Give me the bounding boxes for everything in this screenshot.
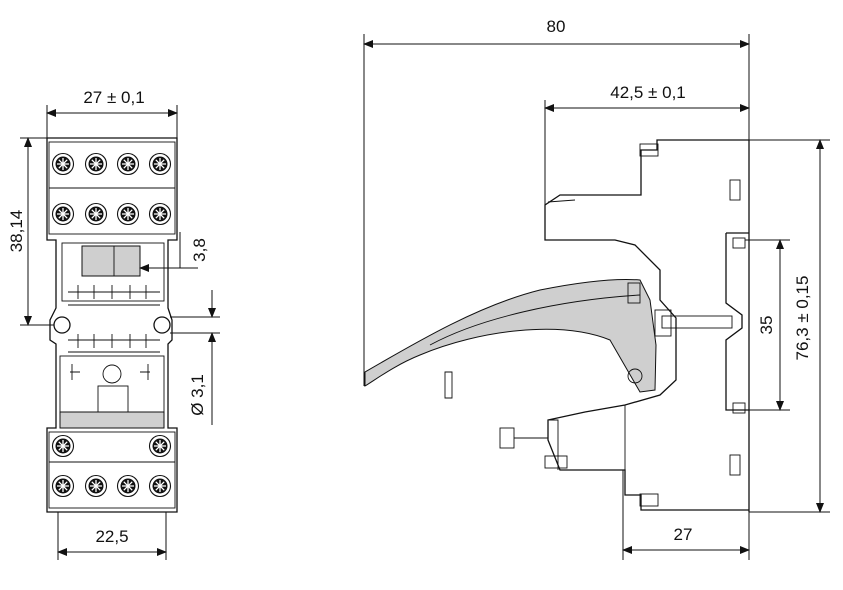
rail-clip: [725, 232, 749, 411]
label-side-total: 80: [547, 17, 566, 36]
release-lever: [364, 278, 657, 393]
dim-gap: 3,8: [139, 232, 209, 272]
dim-bottom-width: 22,5: [57, 512, 167, 560]
label-bottom-width: 22,5: [95, 527, 128, 546]
side-view: 80 42,5 ± 0,1 27 35 76,3 ± 0,15: [363, 17, 830, 560]
lower-housing: [547, 345, 749, 511]
front-view: 27 ± 0,1 38,14 3,8 Ø 3,1 22,5: [7, 88, 220, 560]
dim-front-height: 38,14: [7, 137, 54, 326]
dim-side-height: 76,3 ± 0,15: [749, 139, 830, 513]
label-gap: 3,8: [190, 238, 209, 262]
label-side-base: 27: [674, 525, 693, 544]
bottom-terminal-block: [48, 431, 176, 509]
dim-front-width: 27 ± 0,1: [46, 88, 178, 138]
dim-side-total: 80: [363, 17, 750, 386]
label-front-width: 27 ± 0,1: [83, 88, 144, 107]
dim-side-partial: 42,5 ± 0,1: [544, 83, 750, 205]
label-side-height: 76,3 ± 0,15: [793, 276, 812, 361]
relay-area: [61, 242, 165, 353]
label-hole: Ø 3,1: [188, 374, 207, 416]
mounting-hole-left: [53, 316, 71, 334]
mounting-hole-right: [153, 316, 171, 334]
dim-hole: Ø 3,1: [170, 290, 220, 425]
label-rail: 35: [757, 316, 776, 335]
label-front-height: 38,14: [7, 210, 26, 253]
front-body-outline: [46, 137, 178, 513]
dim-side-base: 27: [622, 470, 750, 560]
dim-rail: 35: [745, 239, 790, 411]
upper-housing: [544, 139, 749, 345]
label-side-partial: 42,5 ± 0,1: [610, 83, 686, 102]
lower-relay-area: [59, 355, 165, 429]
top-terminal-block: [48, 141, 176, 235]
